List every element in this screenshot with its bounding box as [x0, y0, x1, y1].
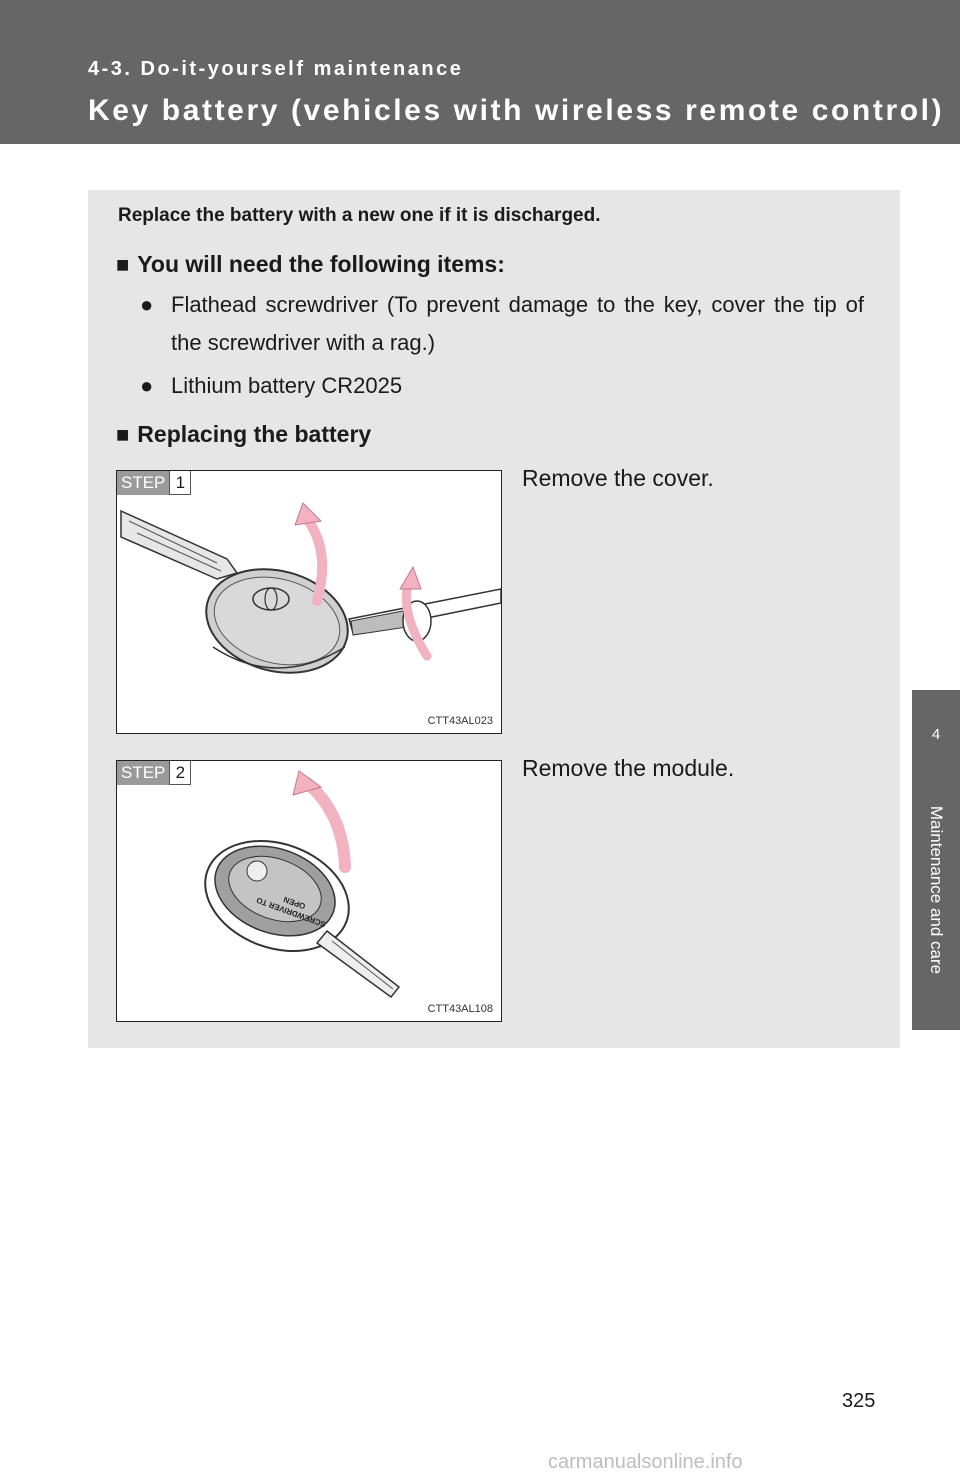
list-item: ● Flathead screwdriver (To prevent damag…: [140, 286, 864, 362]
chapter-number: 4: [931, 726, 941, 743]
chapter-title: Maintenance and care: [927, 805, 946, 975]
chapter-side-tab: [912, 690, 960, 1030]
items-heading-text: You will need the following items:: [137, 251, 505, 277]
section-label: 4-3. Do-it-yourself maintenance: [88, 58, 464, 80]
list-item-text: Flathead screwdriver (To prevent damage …: [171, 292, 864, 355]
list-item-text: Lithium battery CR2025: [171, 373, 403, 398]
round-bullet-icon: ●: [140, 292, 154, 317]
step-1-figure: STEP 1 CTT43AL023: [116, 470, 502, 734]
step-1-text: Remove the cover.: [522, 465, 714, 491]
items-heading: ■ You will need the following items:: [116, 251, 505, 278]
list-item: ● Lithium battery CR2025: [140, 367, 864, 405]
step-label: STEP: [117, 761, 170, 785]
step-number: 2: [169, 761, 192, 785]
round-bullet-icon: ●: [140, 373, 154, 398]
key-module-removal-illustration: [204, 770, 401, 999]
page-title: Key battery (vehicles with wireless remo…: [88, 94, 945, 127]
square-bullet-icon: ■: [116, 422, 130, 447]
square-bullet-icon: ■: [116, 252, 130, 277]
step-number: 1: [169, 471, 192, 495]
page-number: 325: [842, 1390, 876, 1412]
chapter-header-bar: [0, 0, 960, 144]
step-2-figure: STEP 2 SCREWDRIVER TO OPEN CTT43AL108: [116, 760, 502, 1022]
replacing-heading: ■ Replacing the battery: [116, 421, 371, 448]
replacing-heading-text: Replacing the battery: [137, 421, 372, 447]
figure-code: CTT43AL108: [427, 1003, 493, 1015]
intro-text: Replace the battery with a new one if it…: [118, 205, 601, 226]
step-2-badge: STEP 2: [117, 761, 192, 785]
key-cover-removal-illustration: [120, 502, 502, 674]
step-1-badge: STEP 1: [117, 471, 192, 495]
step-label: STEP: [117, 471, 170, 495]
figure-code: CTT43AL023: [427, 715, 493, 727]
step-2-text: Remove the module.: [522, 755, 735, 781]
watermark: carmanualsonline.info: [548, 1451, 743, 1473]
